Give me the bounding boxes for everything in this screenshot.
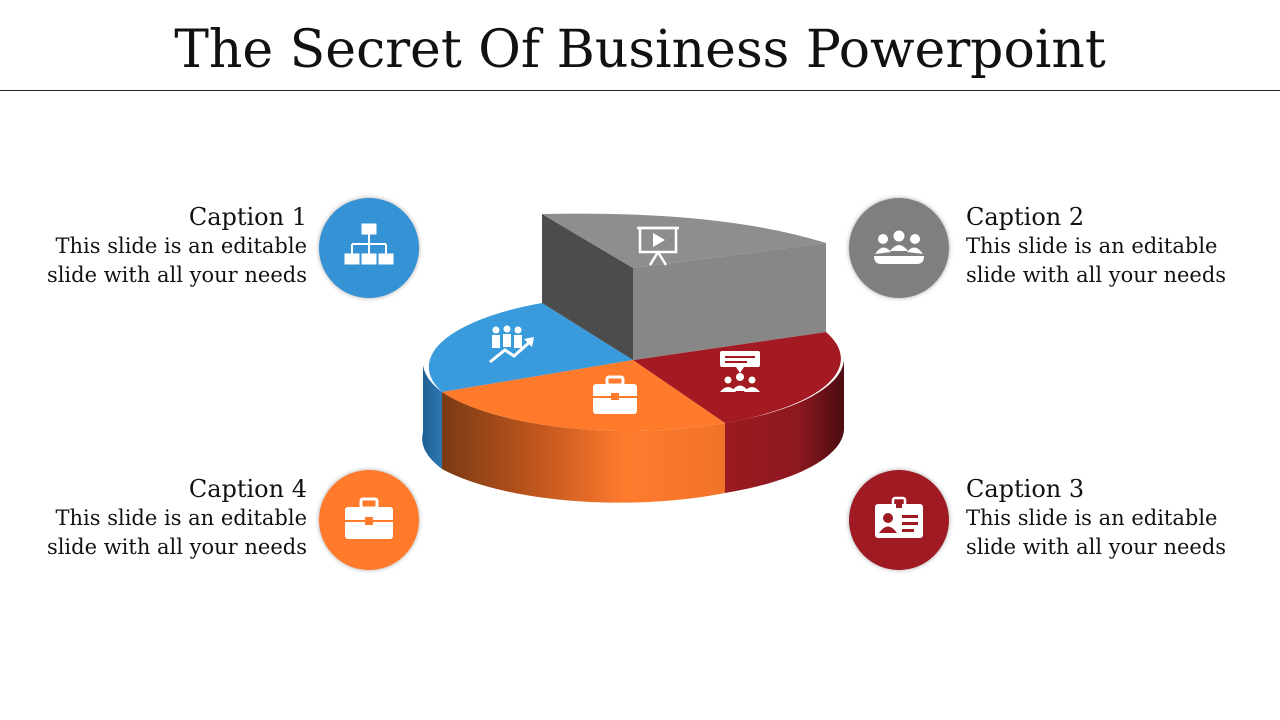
caption-2-heading: Caption 2	[966, 203, 1085, 231]
caption-2-line-1: This slide is an editable	[966, 234, 1218, 258]
team-discussion-icon	[720, 351, 760, 392]
pie-gray-top-face	[542, 213, 826, 268]
caption-4-badge	[319, 470, 419, 570]
pie-side-blue	[422, 365, 442, 469]
briefcase-icon	[345, 497, 393, 539]
org-chart-icon	[344, 223, 394, 265]
caption-1-heading: Caption 1	[188, 203, 307, 231]
caption-4-line-1: This slide is an editable	[55, 506, 307, 530]
briefcase-icon-pie	[593, 375, 637, 414]
caption-4-heading: Caption 4	[188, 475, 307, 503]
caption-3: Caption 3 This slide is an editable slid…	[966, 474, 1236, 562]
caption-2-line-2: slide with all your needs	[966, 263, 1227, 287]
caption-4-line-2: slide with all your needs	[46, 535, 307, 559]
caption-1: Caption 1 This slide is an editable slid…	[37, 202, 307, 290]
caption-2: Caption 2 This slide is an editable slid…	[966, 202, 1236, 290]
pie-gray-front-face	[542, 214, 633, 360]
caption-3-line-2: slide with all your needs	[966, 535, 1227, 559]
caption-3-badge	[849, 470, 949, 570]
pie-side-orange	[442, 392, 725, 503]
meeting-table-icon	[874, 230, 924, 264]
pie-top-blue	[428, 303, 633, 392]
presentation-board-icon	[637, 226, 679, 266]
caption-1-line-2: slide with all your needs	[46, 263, 307, 287]
pie-gray-right-face	[633, 243, 826, 360]
caption-1-line-1: This slide is an editable	[55, 234, 307, 258]
caption-3-heading: Caption 3	[966, 475, 1085, 503]
title-bar	[0, 0, 1280, 91]
pie-top-orange	[442, 360, 725, 432]
slide-title: The Secret Of Business Powerpoint	[174, 20, 1106, 80]
caption-4: Caption 4 This slide is an editable slid…	[37, 474, 307, 562]
caption-1-badge	[319, 198, 419, 298]
caption-3-line-1: This slide is an editable	[966, 506, 1218, 530]
id-card-icon	[875, 496, 923, 538]
team-growth-icon	[489, 325, 534, 364]
caption-2-badge	[849, 198, 949, 298]
pie-side-red	[725, 359, 844, 493]
